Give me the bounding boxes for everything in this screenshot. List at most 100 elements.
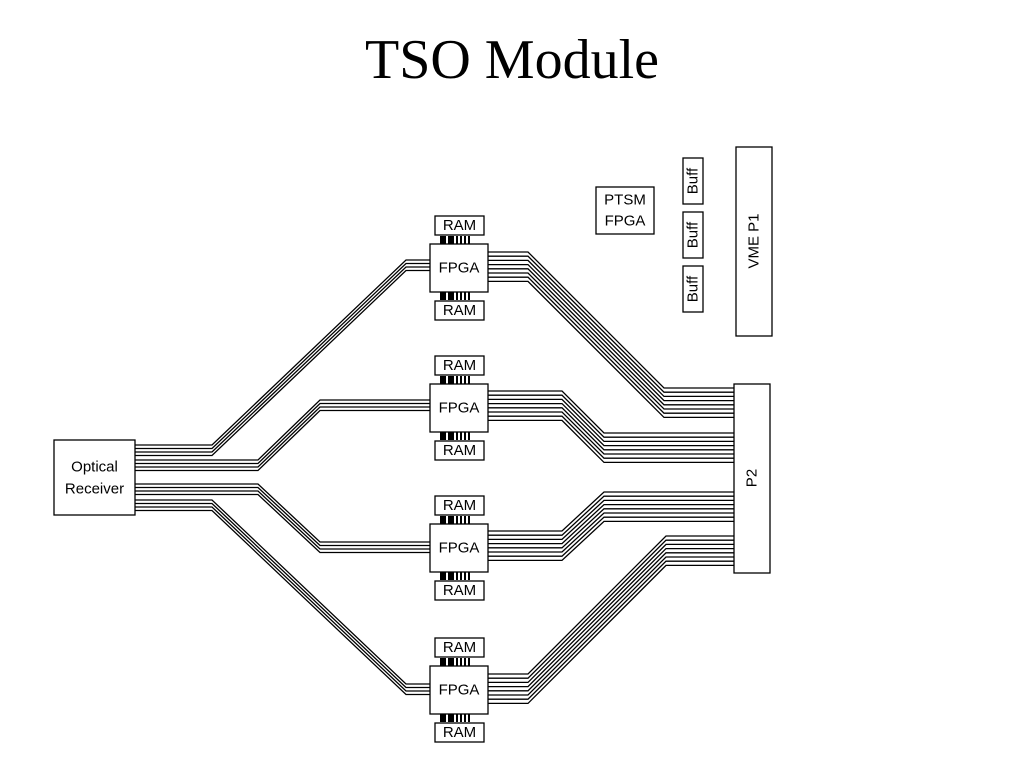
receiver-to-fpga1-wire	[135, 266, 433, 453]
connector-pin	[464, 376, 466, 384]
ram-box-top-4	[434, 637, 485, 658]
connector-pad	[440, 714, 446, 722]
connector-pin	[460, 292, 462, 300]
receiver-to-fpga2-wire	[135, 409, 433, 472]
connector-pad	[448, 516, 454, 524]
fpga3-to-p2-wire	[488, 503, 734, 545]
fpga-label-3: FPGA	[439, 540, 480, 557]
ptsm-label-line1: PTSM	[604, 192, 646, 209]
connector-pin	[464, 516, 466, 524]
connector-pad	[448, 292, 454, 300]
connector-pin	[456, 658, 458, 666]
buffer-box-3	[682, 265, 704, 313]
ram-label-bottom-2: RAM	[443, 442, 476, 459]
fpga4-to-p2-wire	[488, 539, 734, 679]
ram-box-bottom-1	[434, 300, 485, 321]
buffer-label-2: Buff	[685, 221, 702, 248]
connector-pin	[460, 432, 462, 440]
connector-pad	[440, 292, 446, 300]
connector-pin	[460, 516, 462, 524]
p2-label: P2	[744, 469, 761, 487]
fpga-box-3	[429, 523, 489, 573]
fpga2-to-p2-wire	[488, 394, 734, 438]
fpga4-to-p2-wire	[488, 556, 734, 696]
fpga2-to-p2-wire	[488, 407, 734, 451]
connector-pad	[448, 714, 454, 722]
fpga1-to-p2-wire	[488, 272, 734, 410]
ram-label-bottom-3: RAM	[443, 582, 476, 599]
receiver-to-fpga3-wire	[135, 490, 433, 550]
connector-pin	[464, 432, 466, 440]
fpga-box-2	[429, 383, 489, 433]
fpga-box-1	[429, 243, 489, 293]
buffer-box-2	[682, 211, 704, 259]
ram-box-top-1	[434, 215, 485, 236]
connector-pad	[440, 236, 446, 244]
connector-pin	[468, 376, 470, 384]
connector-pin	[456, 292, 458, 300]
fpga1-to-p2-wire	[488, 276, 734, 414]
ptsm-fpga-box	[595, 186, 655, 235]
connector-pin	[468, 236, 470, 244]
fpga-label-4: FPGA	[439, 682, 480, 699]
ptsm-label-line2: FPGA	[605, 213, 646, 230]
fpga1-to-p2-wire	[488, 280, 734, 419]
fpga4-to-p2-wire	[488, 547, 734, 688]
connector-pin	[468, 714, 470, 722]
fpga2-to-p2-wire	[488, 419, 734, 464]
fpga4-to-p2-wire	[488, 535, 734, 675]
vme-p1-label: VME P1	[746, 213, 763, 268]
receiver-to-fpga1-wire	[135, 259, 433, 446]
ram-label-top-1: RAM	[443, 217, 476, 234]
ram-box-bottom-2	[434, 440, 485, 461]
ram-box-bottom-4	[434, 722, 485, 743]
fpga1-to-p2-wire	[488, 259, 734, 398]
fpga3-to-p2-wire	[488, 520, 734, 562]
connector-pin	[468, 658, 470, 666]
fpga1-to-p2-wire	[488, 251, 734, 389]
receiver-to-fpga2-wire	[135, 399, 433, 461]
connector-pin	[456, 432, 458, 440]
fpga2-to-p2-wire	[488, 398, 734, 443]
receiver-to-fpga4-wire	[135, 499, 433, 685]
connector-pin	[460, 658, 462, 666]
fpga1-to-p2-wire	[488, 268, 734, 406]
optical-receiver-label-line1: Optical	[71, 459, 118, 476]
fpga1-to-p2-wire	[488, 255, 734, 393]
fpga-label-1: FPGA	[439, 260, 480, 277]
fpga3-to-p2-wire	[488, 508, 734, 549]
fpga-box-4	[429, 665, 489, 715]
receiver-to-fpga4-wire	[135, 502, 433, 689]
connector-pin	[468, 432, 470, 440]
connector-pin	[468, 292, 470, 300]
connector-pad	[440, 516, 446, 524]
connector-pin	[456, 376, 458, 384]
receiver-to-fpga3-wire	[135, 486, 433, 547]
ram-box-top-2	[434, 355, 485, 376]
connector-pin	[464, 236, 466, 244]
ram-label-bottom-4: RAM	[443, 724, 476, 741]
connector-pad	[448, 658, 454, 666]
connector-pad	[440, 572, 446, 580]
fpga2-to-p2-wire	[488, 402, 734, 447]
fpga4-to-p2-wire	[488, 543, 734, 684]
fpga3-to-p2-wire	[488, 512, 734, 553]
ram-label-top-2: RAM	[443, 357, 476, 374]
receiver-to-fpga2-wire	[135, 402, 433, 465]
connector-pin	[456, 236, 458, 244]
connector-pad	[440, 658, 446, 666]
connector-pin	[468, 572, 470, 580]
connector-pad	[448, 432, 454, 440]
receiver-to-fpga1-wire	[135, 262, 433, 450]
optical-receiver-box	[53, 439, 136, 516]
connector-pin	[456, 714, 458, 722]
receiver-to-fpga1-wire	[135, 269, 433, 457]
fpga3-to-p2-wire	[488, 499, 734, 541]
component-boxes: OpticalReceiverRAMRAMFPGARAMRAMFPGARAMRA…	[53, 146, 773, 743]
buffer-label-1: Buff	[685, 167, 702, 194]
buffer-label-3: Buff	[685, 275, 702, 302]
slide-title: TSO Module	[365, 29, 659, 91]
fpga3-to-p2-wire	[488, 495, 734, 536]
connector-pad	[448, 572, 454, 580]
